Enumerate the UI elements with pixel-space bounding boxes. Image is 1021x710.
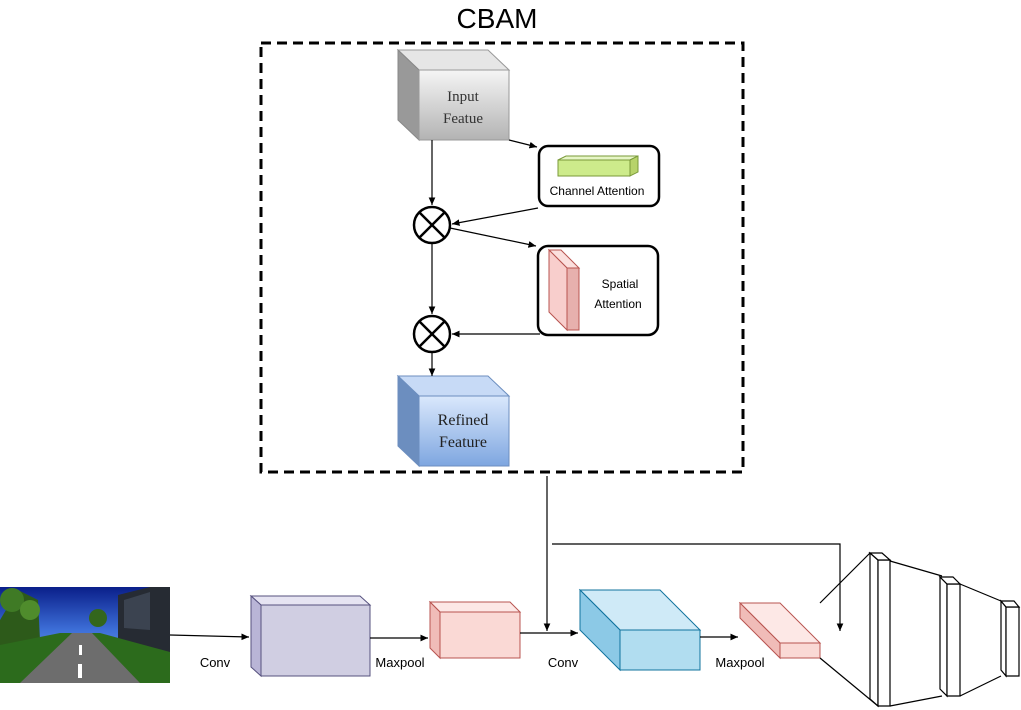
refined-feature-cube: Refined Feature [396,374,511,468]
conv-block-1 [249,594,372,678]
spatial-attention-label-line2: Attention [594,297,641,311]
cbam-frame [259,41,745,474]
cbam-arrows [428,139,540,376]
road-input-image [0,587,170,683]
conv-label-2: Conv [548,655,579,670]
conv-block-2 [578,588,702,672]
input-feature-cube: Input Featue [396,48,511,142]
maxpool-label-2: Maxpool [715,655,764,670]
conv-label-1: Conv [200,655,231,670]
spatial-attention-node: Spatial Attention [536,244,660,337]
input-feature-label-line1: Input [447,89,479,105]
input-feature-label-line2: Featue [443,111,483,127]
maxpool-label-1: Maxpool [375,655,424,670]
pipeline-arrows [169,476,844,642]
channel-attention-node: Channel Attention [537,144,661,208]
maxpool-block-1 [428,600,522,660]
multiply-operator-1 [412,205,452,245]
cbam-title: CBAM [457,3,538,34]
dense-layers [819,551,1021,708]
maxpool-block-2 [738,601,822,660]
refined-feature-label-line2: Feature [439,434,487,451]
spatial-attention-label-line1: Spatial [602,277,639,291]
multiply-operator-2 [412,314,452,354]
refined-feature-label-line1: Refined [438,412,489,429]
channel-attention-label: Channel Attention [550,184,645,198]
